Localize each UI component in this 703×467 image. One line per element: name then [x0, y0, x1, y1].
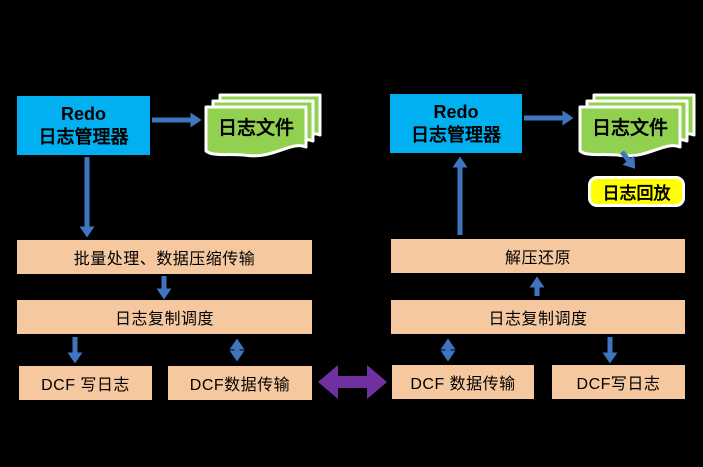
document-shape-front [204, 105, 308, 158]
right-decompress-restore-box: 解压还原 [391, 239, 685, 273]
left-dcf-data-transfer-box: DCF数据传输 [168, 366, 312, 400]
right-decompress-restore-label: 解压还原 [504, 250, 571, 267]
left-log-files-stack: 日志文件 [204, 93, 324, 159]
right-dcf-data-transfer-box: DCF 数据传输 [392, 365, 534, 399]
left-redo-manager-line1: Redo [61, 104, 106, 124]
right-redo-manager-line2: 日志管理器 [411, 124, 501, 145]
log-replay-box: 日志回放 [588, 176, 685, 207]
right-replication-schedule-label: 日志复制调度 [488, 311, 588, 328]
left-replication-schedule-label: 日志复制调度 [114, 311, 214, 328]
log-replay-label: 日志回放 [602, 184, 671, 203]
right-redo-manager-box: Redo 日志管理器 [390, 94, 522, 153]
right-dcf-data-transfer-label: DCF 数据传输 [410, 376, 516, 393]
right-replication-schedule-box: 日志复制调度 [391, 300, 685, 334]
right-log-files-stack: 日志文件 [578, 93, 698, 159]
left-log-files-label: 日志文件 [217, 117, 294, 139]
left-dcf-data-transfer-label: DCF数据传输 [189, 377, 291, 394]
left-redo-manager-line2: 日志管理器 [38, 126, 129, 147]
right-dcf-write-log-box: DCF写日志 [552, 365, 685, 399]
right-dcf-write-log-label: DCF写日志 [576, 376, 661, 393]
left-dcf-write-log-box: DCF 写日志 [19, 366, 152, 400]
left-batch-compress-box: 批量处理、数据压缩传输 [17, 240, 312, 274]
right-log-files-label: 日志文件 [591, 117, 668, 139]
left-batch-compress-label: 批量处理、数据压缩传输 [73, 251, 256, 268]
left-replication-schedule-box: 日志复制调度 [17, 300, 312, 334]
right-redo-manager-line1: Redo [433, 102, 479, 122]
arrow-network-link-bidirectional [318, 365, 387, 399]
left-dcf-write-log-label: DCF 写日志 [41, 377, 130, 394]
left-redo-manager-box: Redo 日志管理器 [17, 96, 150, 155]
